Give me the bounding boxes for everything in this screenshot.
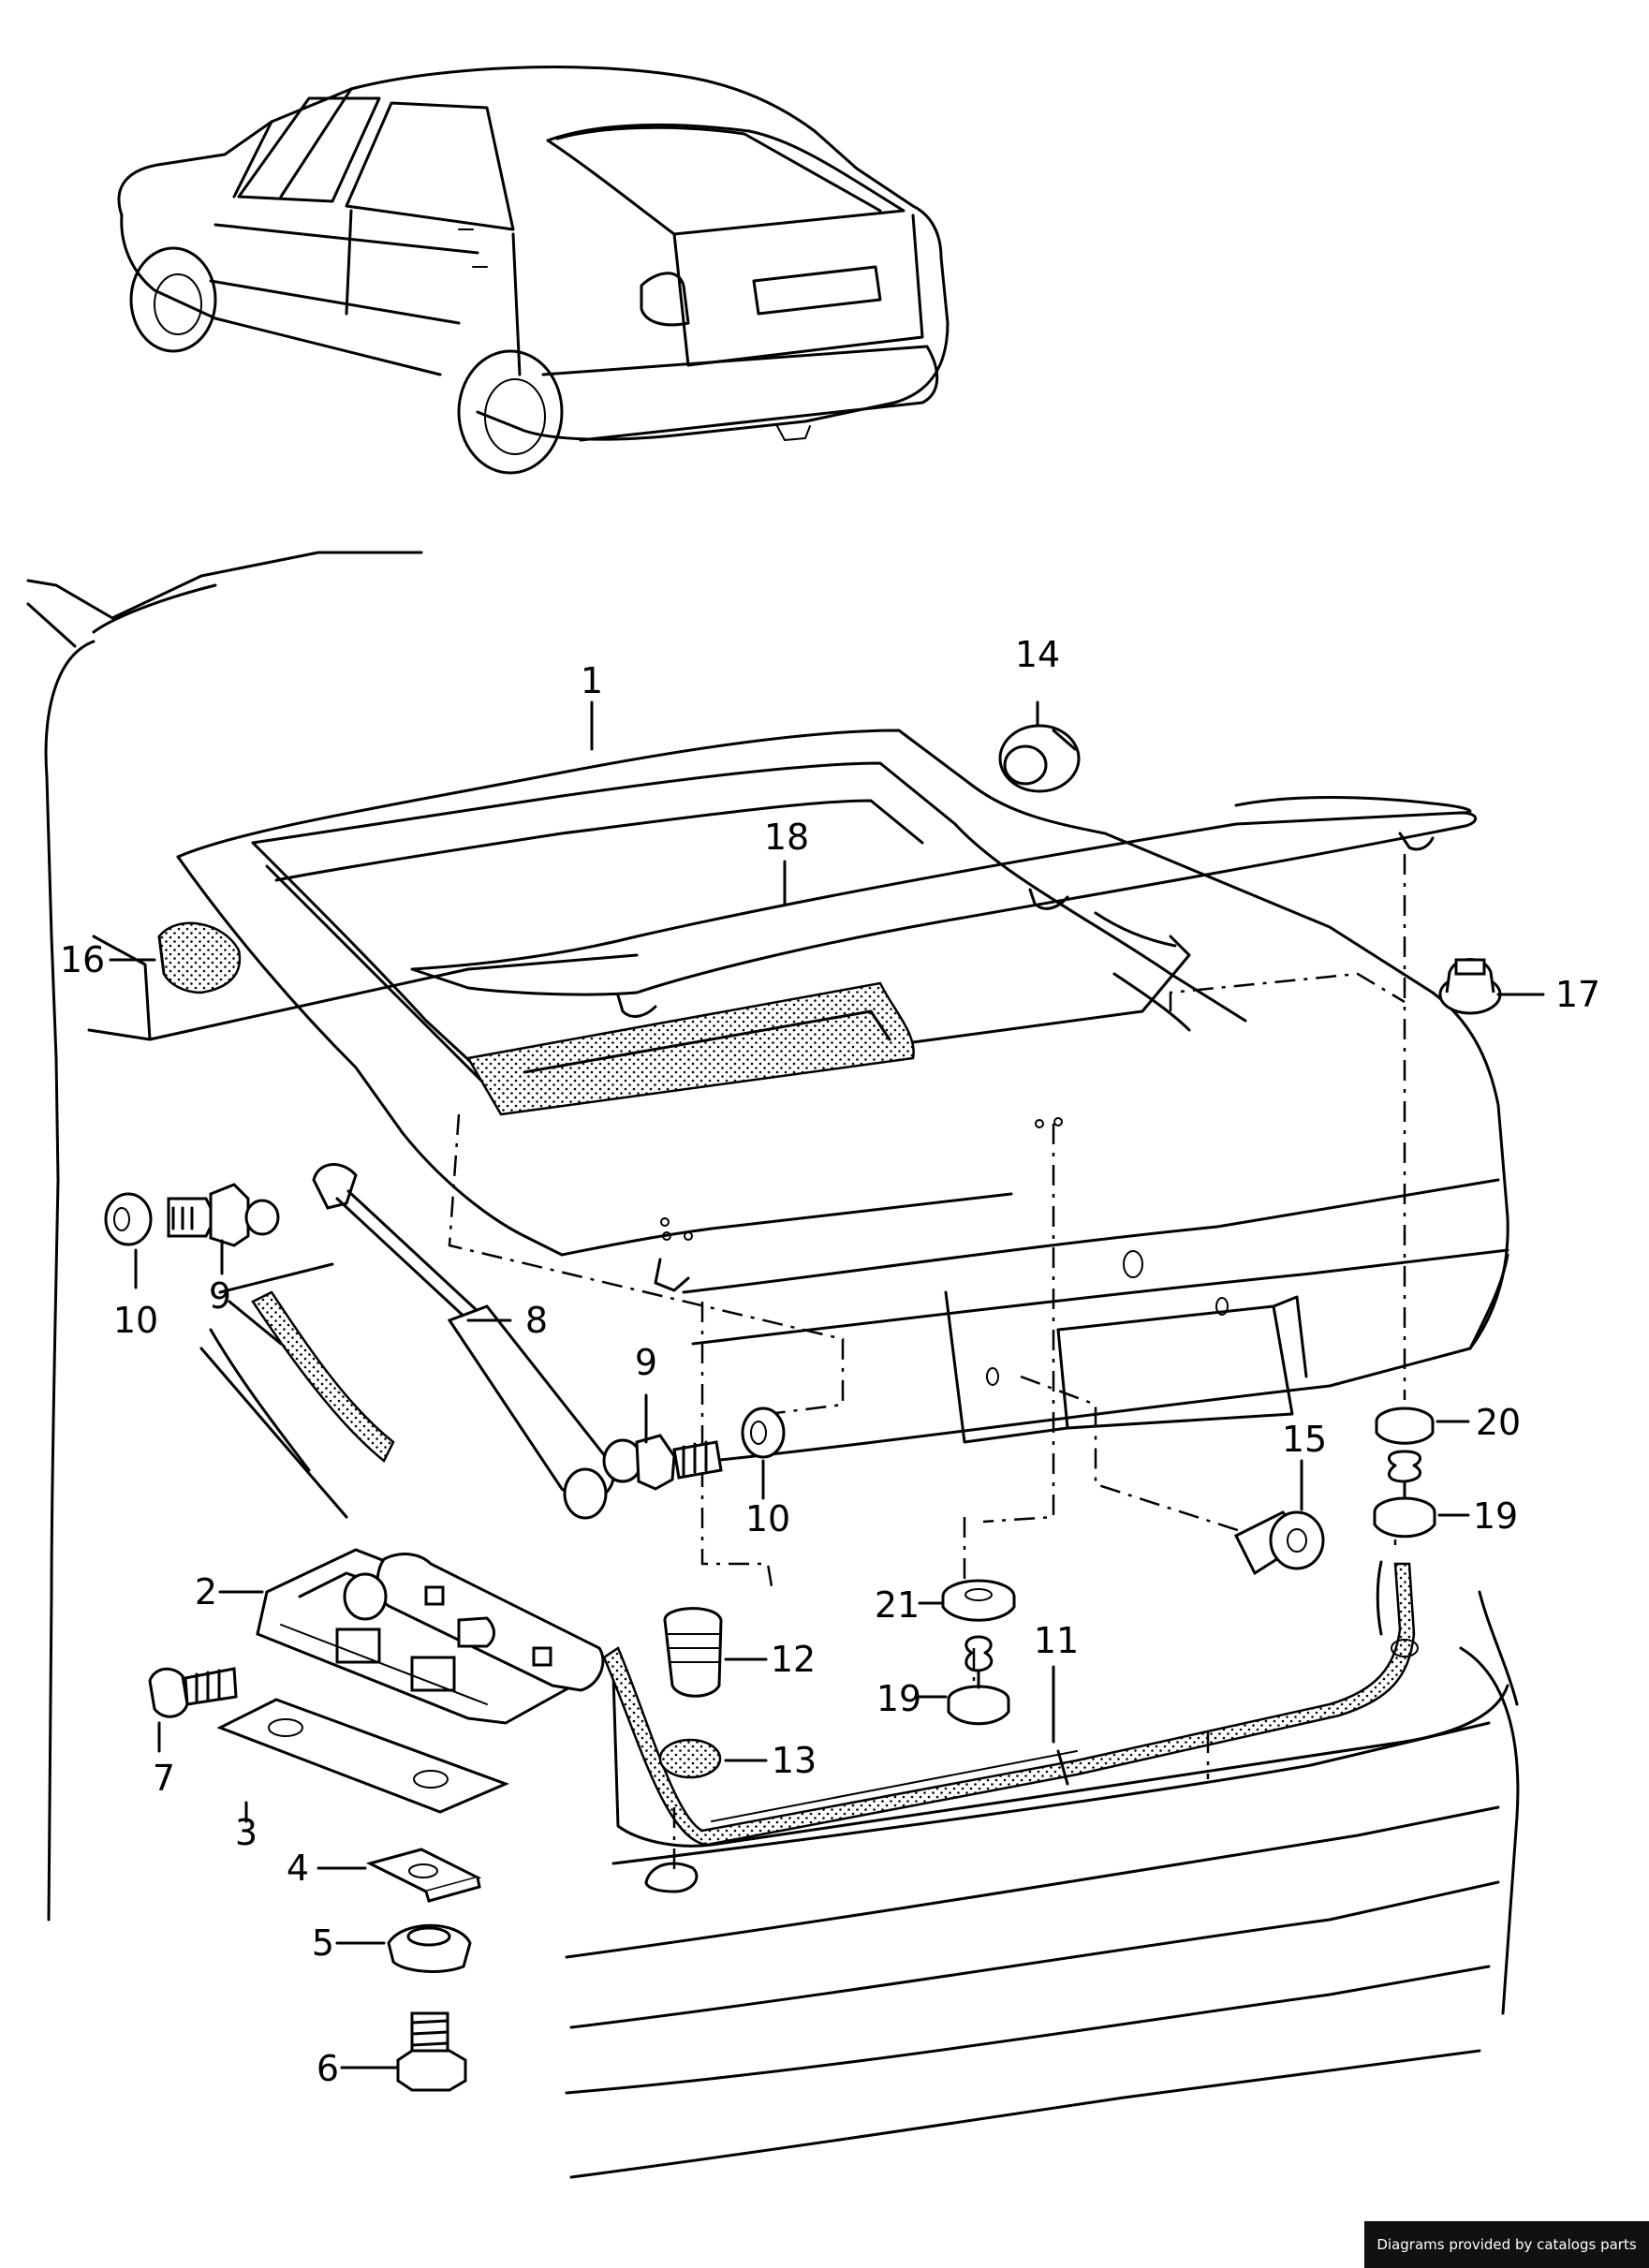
part-15-clip [1233,1510,1325,1576]
callout-7: 7 [153,1758,175,1799]
callout-4: 4 [287,1848,309,1889]
callout-9-center: 9 [635,1342,657,1383]
rear-body-outline [26,551,639,1922]
callout-6: 6 [317,2048,339,2089]
part-16-plug [157,921,242,994]
rear-bumper [565,1590,1520,2179]
callout-10-center: 10 [745,1498,790,1539]
callout-10-left: 10 [113,1300,158,1341]
callout-20: 20 [1476,1402,1521,1443]
part-7-screw [148,1667,238,1718]
callout-11: 11 [1034,1620,1079,1661]
callout-14: 14 [1015,634,1060,675]
callout-15: 15 [1282,1419,1327,1460]
part-10-grommet-center [741,1406,786,1459]
callout-21: 21 [875,1584,920,1626]
part-9-ball-pin-center [602,1434,723,1491]
callout-5: 5 [312,1922,334,1964]
callout-19-right: 19 [1473,1495,1518,1537]
part-13-pad [658,1738,722,1779]
callout-16: 16 [60,939,105,980]
part-12-buffer [663,1607,723,1698]
part-20-washer [1375,1406,1435,1445]
part-3-plate [216,1698,510,1814]
part-4-square-nut [365,1848,482,1903]
callout-3: 3 [235,1812,258,1853]
part-6-bolt [396,2011,467,2092]
trunk-lid [176,729,1509,1463]
callout-labels: 1 2 3 4 5 6 7 8 9 9 10 10 11 12 13 14 15… [60,634,1600,2089]
callout-8: 8 [525,1300,548,1341]
part-5-grommet [387,1923,472,1973]
part-19-screw-right [1373,1450,1436,1539]
part-2-lock [256,1548,605,1725]
seal-strip [602,1560,1419,1893]
callout-18: 18 [764,817,809,858]
rear-spoiler [410,796,1478,1018]
car-overview-illustration [117,66,950,475]
part-9-ball-pin-left [167,1183,280,1247]
part-14-grommet [998,724,1081,793]
callout-leaders [109,700,1545,2069]
diagram-credit-badge: Diagrams provided by catalogs parts [1364,2221,1649,2268]
gas-strut [312,1163,615,1520]
part-21-washer [941,1579,1016,1622]
callout-12: 12 [771,1639,816,1680]
callout-1: 1 [581,660,603,701]
part-19-screw-center [947,1635,1010,1726]
part-10-grommet-left [104,1192,153,1246]
assembly-lines [448,854,1406,1878]
callout-2: 2 [195,1571,217,1613]
callout-13: 13 [772,1740,817,1781]
callout-17: 17 [1555,974,1600,1015]
part-17-clip [1438,958,1502,1015]
callout-9-left: 9 [209,1275,231,1317]
callout-19-center: 19 [876,1678,921,1719]
